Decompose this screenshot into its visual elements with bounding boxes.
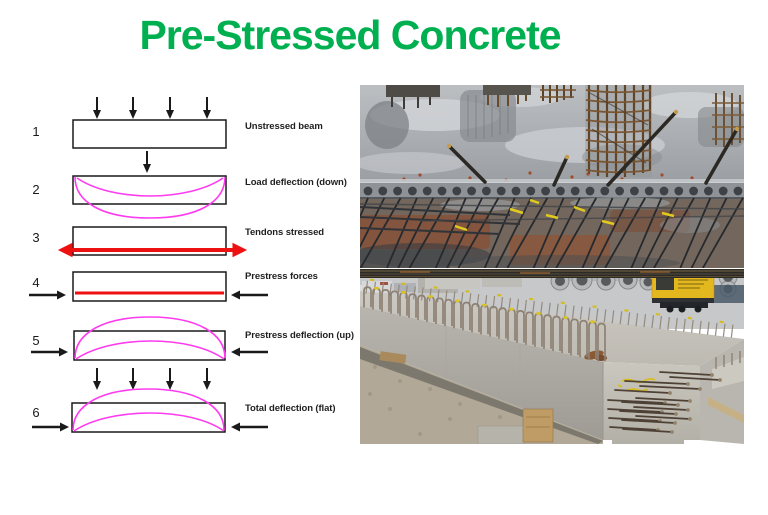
- slab-edge-band: [360, 183, 744, 199]
- near-stirrup-row: [363, 286, 606, 362]
- load-arrows-beam1: [92, 96, 212, 120]
- prestress-diagram: 1 2 3 4 5 6 Unstressed beam Load deflect…: [0, 80, 360, 460]
- beam-photo-graphics: [360, 269, 744, 444]
- step-3-number: 3: [32, 230, 40, 245]
- step-5-label: Prestress deflection (up): [245, 330, 354, 341]
- step-3-label: Tendons stressed: [245, 227, 324, 238]
- background-structures: [386, 85, 531, 109]
- step-2-number: 2: [32, 182, 40, 197]
- prestressing-strands: [360, 197, 744, 268]
- photo-slab-with-prestressing-tendons: [360, 85, 744, 268]
- slab-edge-lip: [360, 179, 744, 183]
- step-6-label: Total deflection (flat): [245, 403, 336, 414]
- yellow-generator: [651, 273, 744, 313]
- bar-caps: [446, 109, 740, 160]
- edge-shadow: [360, 197, 744, 200]
- step-1-number: 1: [32, 124, 40, 139]
- tendon-stressed-arrow: [57, 242, 248, 258]
- photo-precast-prestressed-beam: [360, 269, 744, 444]
- slab-reflections: [360, 87, 744, 174]
- rebar-cage-small: [540, 85, 576, 103]
- beam-outlines: [71, 119, 227, 433]
- beam-joints: [445, 326, 521, 408]
- rebar-cage-right: [712, 91, 744, 147]
- step-2-label: Load deflection (down): [245, 177, 347, 188]
- step-4-label: Prestress forces: [245, 271, 318, 282]
- yellow-paint-marks: [454, 198, 675, 232]
- load-arrows-beam6: [92, 367, 212, 391]
- prestressing-strand-ends: [607, 371, 722, 434]
- tendon-duct-holes: [363, 186, 743, 196]
- deflection-curves: [72, 176, 226, 432]
- deflection-arrow: [142, 150, 152, 174]
- step-4-number: 4: [32, 275, 40, 290]
- step-1-label: Unstressed beam: [245, 121, 323, 132]
- cable-band: [360, 269, 744, 278]
- strand-zone: [360, 197, 744, 268]
- slab-photo-graphics: [360, 85, 744, 268]
- step-5-number: 5: [32, 333, 40, 348]
- beam-top-surface: [360, 291, 744, 366]
- step-6-number: 6: [32, 405, 40, 420]
- slide-title: Pre-Stressed Concrete: [139, 12, 561, 58]
- beam-front-face: [360, 306, 603, 440]
- rebar-column-cage: [585, 85, 652, 178]
- diagram-graphics: [27, 96, 270, 433]
- protruding-bars: [447, 110, 739, 187]
